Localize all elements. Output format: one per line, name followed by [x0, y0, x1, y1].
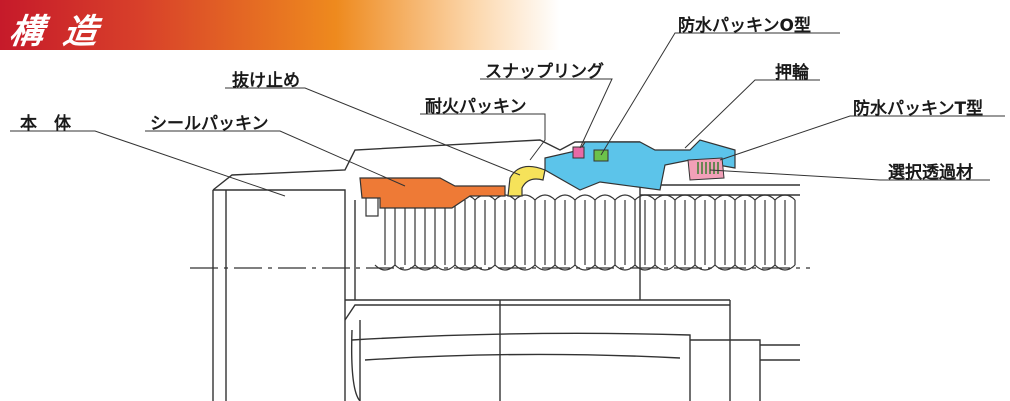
corrugated-tube [374, 194, 796, 271]
seal-packing-part [359, 177, 506, 209]
label-seal-packing: シールパッキン [150, 114, 269, 134]
label-body: 本 体 [20, 114, 71, 134]
fireproof-packing-part [507, 165, 546, 197]
label-waterproof-t: 防水パッキンT型 [853, 99, 984, 119]
label-waterproof-o: 防水パッキンO型 [678, 16, 811, 36]
waterproof-o-part [593, 149, 609, 162]
selective-filter-part [697, 162, 719, 174]
snap-ring-part [572, 146, 585, 159]
left-gasket [365, 195, 379, 217]
title-banner: 構 造 [0, 0, 560, 52]
label-fireproof-packing: 耐火パッキン [425, 97, 527, 117]
label-selective-filter: 選択透過材 [888, 163, 973, 183]
press-ring-part [544, 139, 736, 191]
fitting-body-outline [212, 139, 800, 401]
label-press-ring: 押輪 [775, 63, 809, 83]
leader-lines [10, 32, 1005, 197]
label-snap-ring: スナップリング [485, 62, 604, 82]
label-retainer: 抜け止め [232, 71, 300, 91]
